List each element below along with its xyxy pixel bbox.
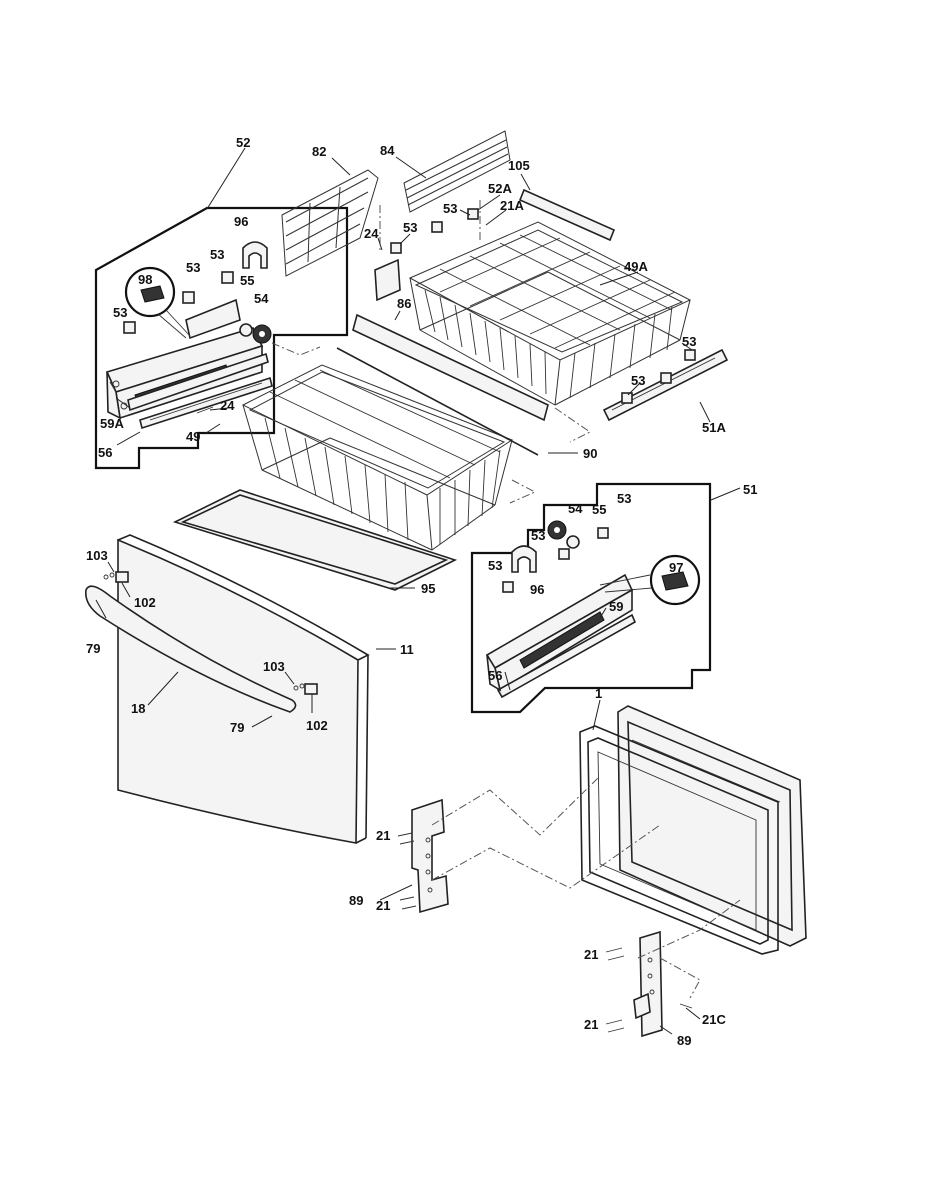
leader-lines (95, 156, 711, 1035)
label-105: 105 (508, 158, 530, 173)
gear-55-left (239, 323, 253, 337)
label-86: 86 (397, 296, 411, 311)
upper-basket-49a (408, 221, 692, 406)
handle-18 (84, 585, 297, 713)
label-95: 95 (421, 581, 435, 596)
clips-right (502, 527, 609, 593)
label-21-a: 21 (376, 828, 390, 843)
bracket-89-left (411, 798, 449, 914)
gear-54-left (252, 324, 272, 344)
clip-53-left-b (182, 291, 195, 304)
label-24-top: 24 (364, 226, 379, 241)
screws-21 (397, 832, 693, 1033)
rail-105 (518, 188, 616, 242)
clip-53-left-a (123, 321, 136, 334)
label-53-right1: 53 (682, 334, 696, 349)
gasket-1 (579, 725, 779, 955)
label-59: 59 (609, 599, 623, 614)
gear-54-right (547, 520, 567, 540)
label-21c: 21C (702, 1012, 726, 1027)
label-84: 84 (380, 143, 395, 158)
label-59a: 59A (100, 416, 124, 431)
label-102-b: 102 (306, 718, 328, 733)
label-11: 11 (400, 642, 414, 657)
label-79-b: 79 (230, 720, 244, 735)
label-1: 1 (595, 686, 602, 701)
bracket-52a (374, 258, 401, 302)
label-82: 82 (312, 144, 326, 159)
bracket-89-right (633, 930, 663, 1038)
label-103-a: 103 (86, 548, 108, 563)
label-52a: 52A (488, 181, 512, 196)
latch-96-left (242, 241, 268, 269)
label-49: 49 (186, 429, 200, 444)
label-53-right3: 53 (617, 491, 631, 506)
label-21-c: 21 (584, 947, 598, 962)
inset-97-magnifier (599, 554, 701, 606)
label-98: 98 (138, 272, 152, 287)
label-96-right: 96 (530, 582, 544, 597)
divider-82 (281, 169, 379, 277)
label-102-a: 102 (134, 595, 156, 610)
label-54-left: 54 (254, 291, 269, 306)
label-53-box1: 53 (210, 247, 224, 262)
label-53-right2: 53 (631, 373, 645, 388)
screw-24-left (196, 406, 214, 414)
latch-96-right (511, 545, 537, 573)
assembly-lines (271, 200, 741, 999)
left-rail-assembly (105, 298, 273, 430)
label-55-right: 55 (592, 502, 606, 517)
label-18: 18 (131, 701, 145, 716)
inset-98-magnifier (124, 266, 191, 339)
label-90: 90 (583, 446, 597, 461)
label-21a: 21A (500, 198, 524, 213)
rod-90 (336, 347, 539, 456)
label-56-left: 56 (98, 445, 112, 460)
label-21-b: 21 (376, 898, 390, 913)
right-rail-assembly (485, 573, 637, 699)
part-labels: 52 82 84 105 52A 53 21A 53 24 96 53 53 4… (86, 135, 757, 1048)
label-103-b: 103 (263, 659, 285, 674)
label-55-left: 55 (240, 273, 254, 288)
tray-95 (172, 489, 458, 591)
gear-55-right (566, 535, 580, 549)
label-53-top2: 53 (403, 220, 417, 235)
label-53-top1: 53 (443, 201, 457, 216)
label-89-a: 89 (349, 893, 363, 908)
label-21-d: 21 (584, 1017, 598, 1032)
label-53-box2: 53 (186, 260, 200, 275)
rail-86 (352, 313, 549, 422)
label-49a: 49A (624, 259, 648, 274)
label-89-b: 89 (677, 1033, 691, 1048)
label-97: 97 (669, 560, 683, 575)
clip-53-left-c (221, 271, 234, 284)
label-56-right: 56 (488, 668, 502, 683)
label-53-right4: 53 (531, 528, 545, 543)
slide-51a (602, 348, 729, 422)
label-51a: 51A (702, 420, 726, 435)
label-51: 51 (743, 482, 757, 497)
label-52: 52 (236, 135, 250, 150)
label-53-right5: 53 (488, 558, 502, 573)
label-24-left: 24 (220, 398, 235, 413)
lower-basket-49 (241, 364, 514, 551)
divider-84 (403, 130, 511, 213)
label-53-box3: 53 (113, 305, 127, 320)
label-96-left: 96 (234, 214, 248, 229)
clips-upper (390, 208, 696, 404)
handle-mounts (103, 571, 318, 695)
label-79-a: 79 (86, 641, 100, 656)
label-54-right: 54 (568, 501, 583, 516)
